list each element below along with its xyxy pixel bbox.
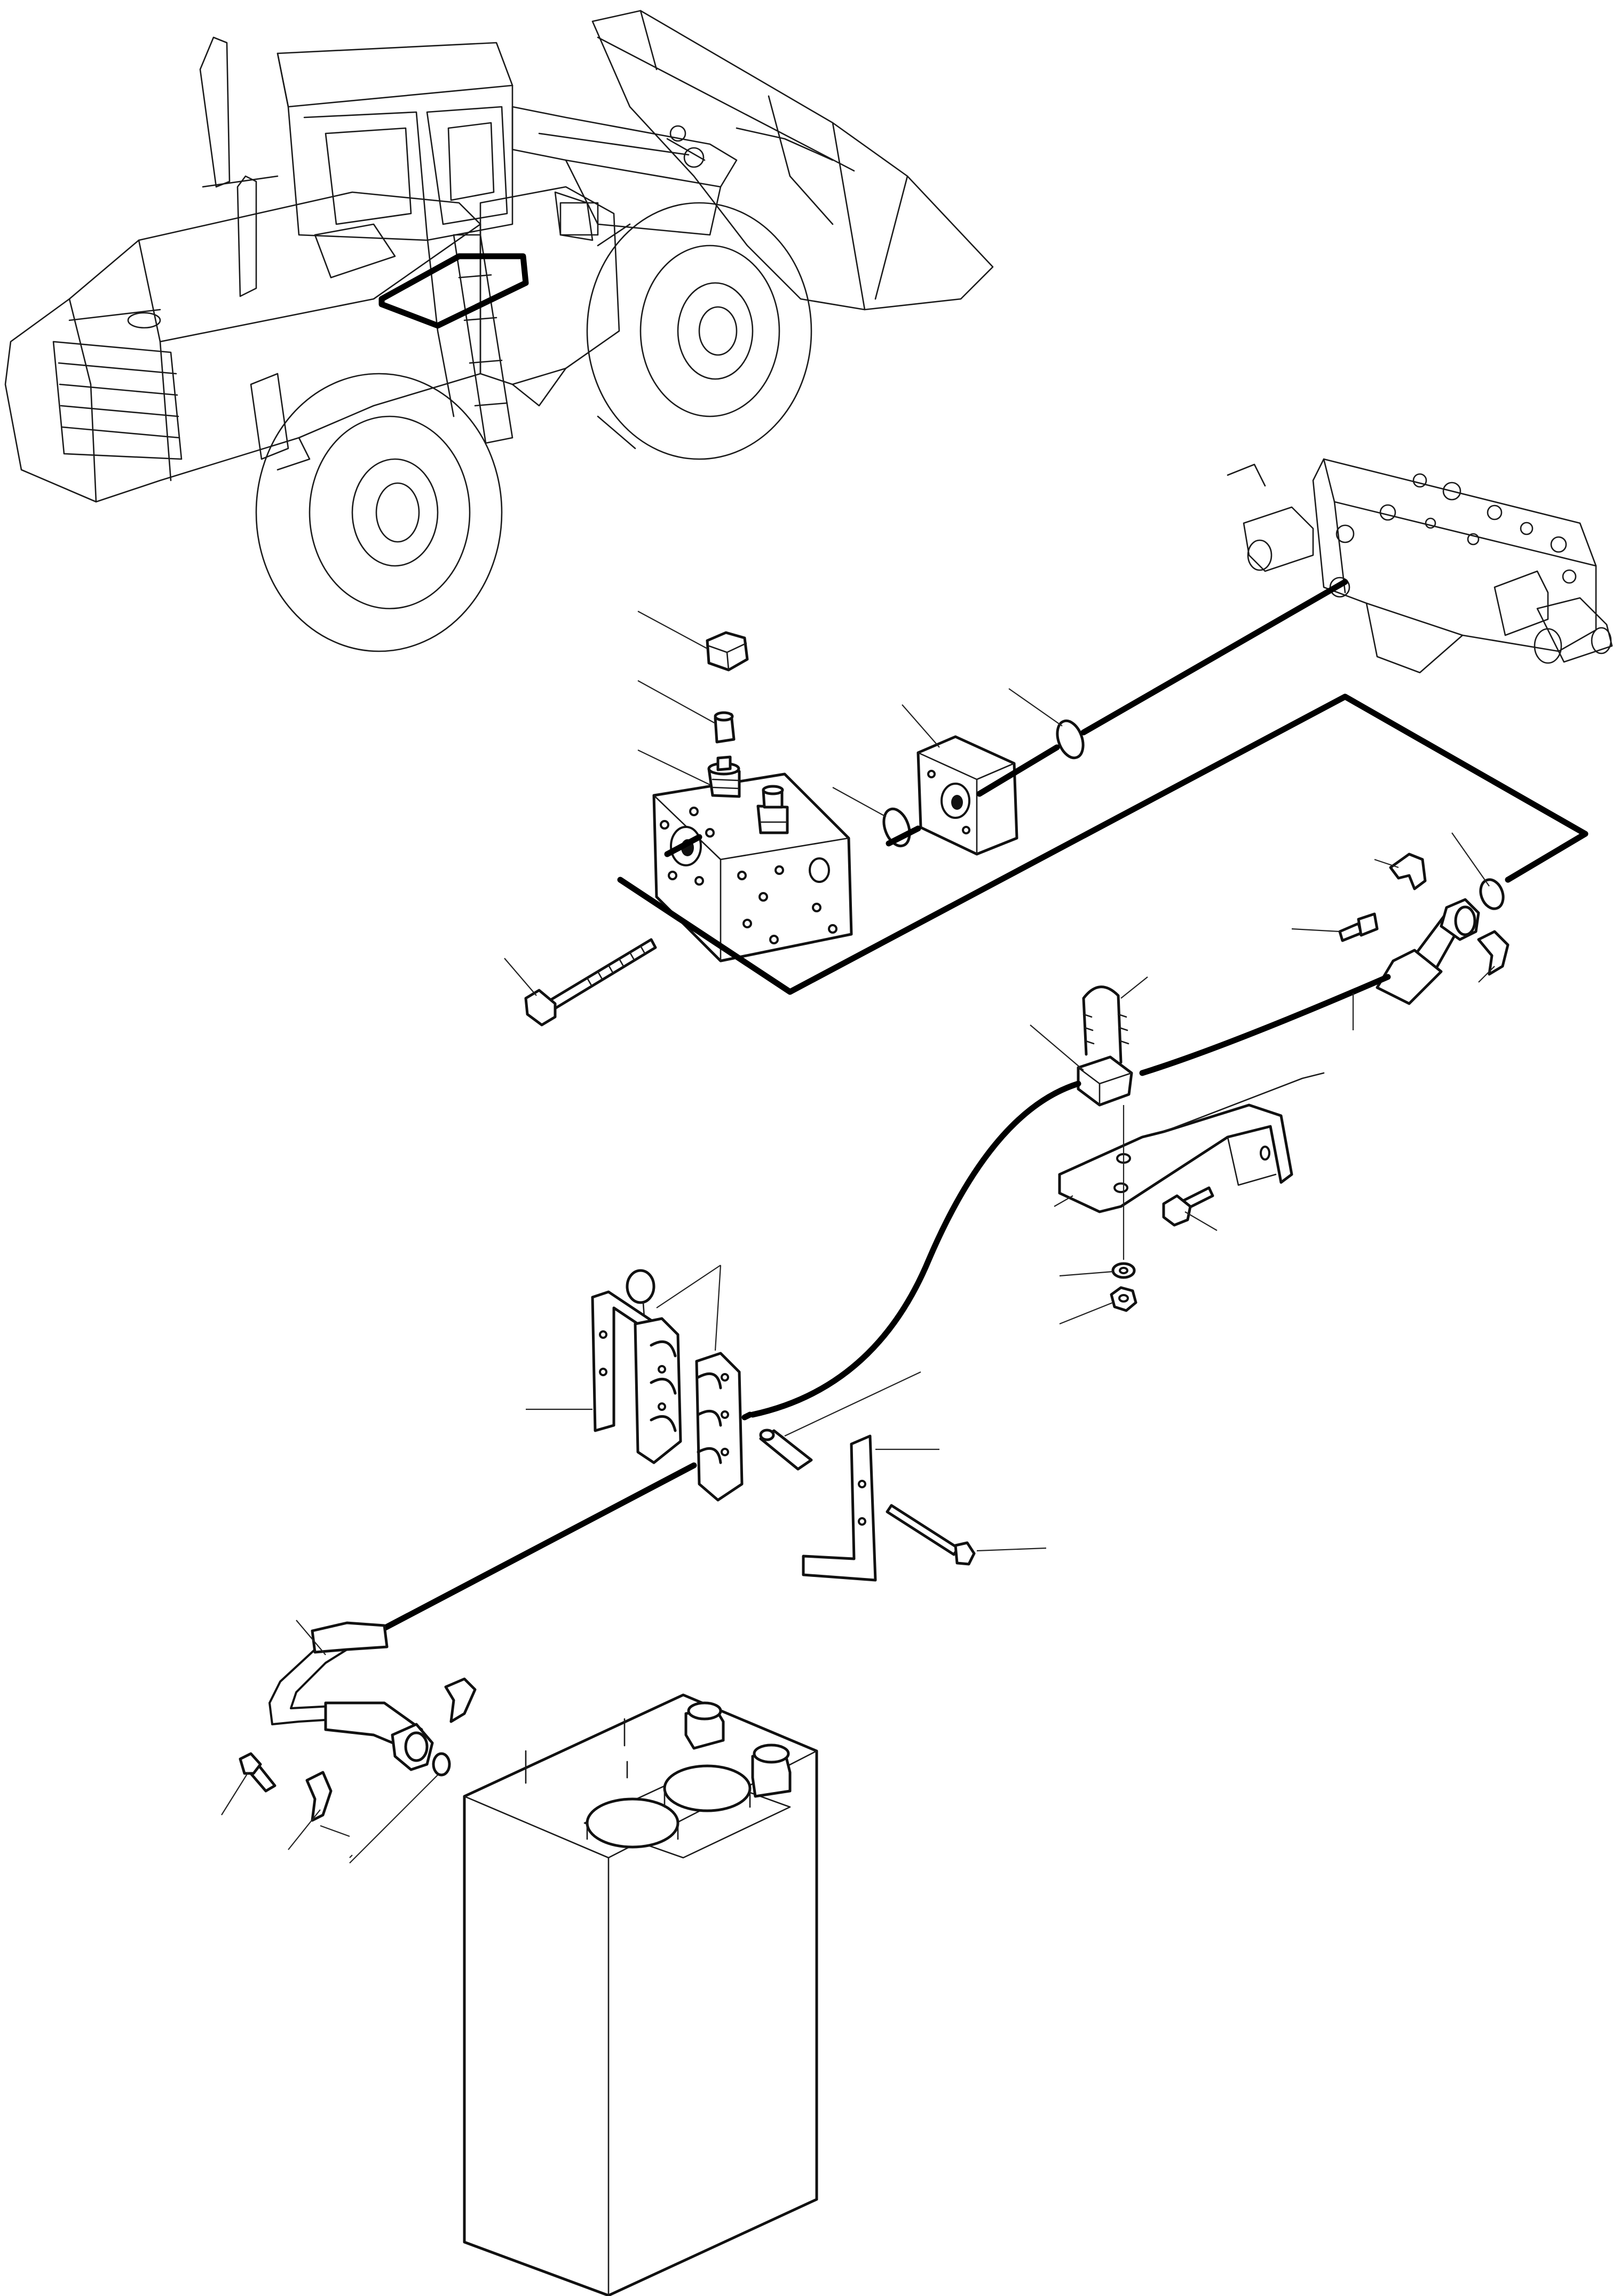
loader-access-ladder: [426, 234, 513, 444]
loader-front-frame: [479, 186, 620, 407]
cap-nut: [706, 631, 749, 672]
hose-o-ring: [1479, 878, 1505, 910]
steel-tube: [381, 1411, 753, 1631]
split-flange-half-lower: [1477, 930, 1510, 976]
tank-flange-half-upper: [444, 1677, 477, 1723]
bracket-bolt: [1162, 1186, 1214, 1227]
tube-clamp-half-front: [695, 1352, 744, 1502]
plug: [714, 711, 736, 744]
tank-flange-half-lower: [305, 1771, 333, 1822]
relief-valve-block: [652, 772, 853, 962]
elbow-tube: [268, 1621, 434, 1771]
fitting-nipple: [707, 755, 741, 798]
hex-nut: [1110, 1286, 1137, 1312]
clamp-bracket-l: [802, 1434, 877, 1582]
flexible-hose: [749, 974, 1391, 1418]
relief-valve-cartridge: [756, 785, 789, 834]
loader-exhaust-stack: [199, 36, 279, 297]
hydraulic-tank-assembly: [221, 1620, 818, 2296]
pressure-pipe-to-control-valve: [886, 579, 1348, 847]
loader-body: [4, 191, 481, 503]
mounting-bracket-plate: [1058, 1072, 1325, 1213]
loader-rear-wheel: [255, 373, 503, 652]
loader-lift-arms: [511, 106, 738, 236]
loader-bucket: [591, 10, 994, 311]
u-bolt: [1082, 985, 1129, 1064]
clamp-bolt: [886, 1504, 976, 1566]
hose-clamp-block: [1077, 1055, 1133, 1107]
long-bolt: [524, 938, 657, 1027]
tube-clamp-half-rear: [634, 1317, 682, 1464]
flange-bolt: [1338, 912, 1379, 942]
tank-o-ring: [432, 1752, 451, 1777]
return-pipe-loop: [617, 693, 1589, 995]
loader-cab: [276, 42, 513, 279]
split-flange-half-upper: [1389, 853, 1427, 890]
main-control-valve: [1227, 458, 1613, 674]
pressure-pipe-to-block: [664, 834, 702, 857]
valve-block-assembly: [504, 579, 1589, 1027]
o-ring-small: [882, 807, 911, 848]
o-ring-large: [1056, 719, 1085, 760]
hydraulic-tank: [463, 1693, 818, 2296]
loader-front-wheel: [586, 202, 812, 460]
spacer-sleeve: [759, 1429, 813, 1471]
tank-flange-bolt: [239, 1752, 276, 1793]
wheel-loader-illustration: [4, 10, 994, 652]
loader-hydraulic-line-highlight: [378, 253, 529, 329]
split-flange-block: [916, 735, 1018, 856]
hose-end-fitting: [1376, 898, 1480, 1005]
hose-bracket-assembly: [749, 832, 1510, 1418]
tube-clamp-assembly: [381, 1265, 1047, 1631]
